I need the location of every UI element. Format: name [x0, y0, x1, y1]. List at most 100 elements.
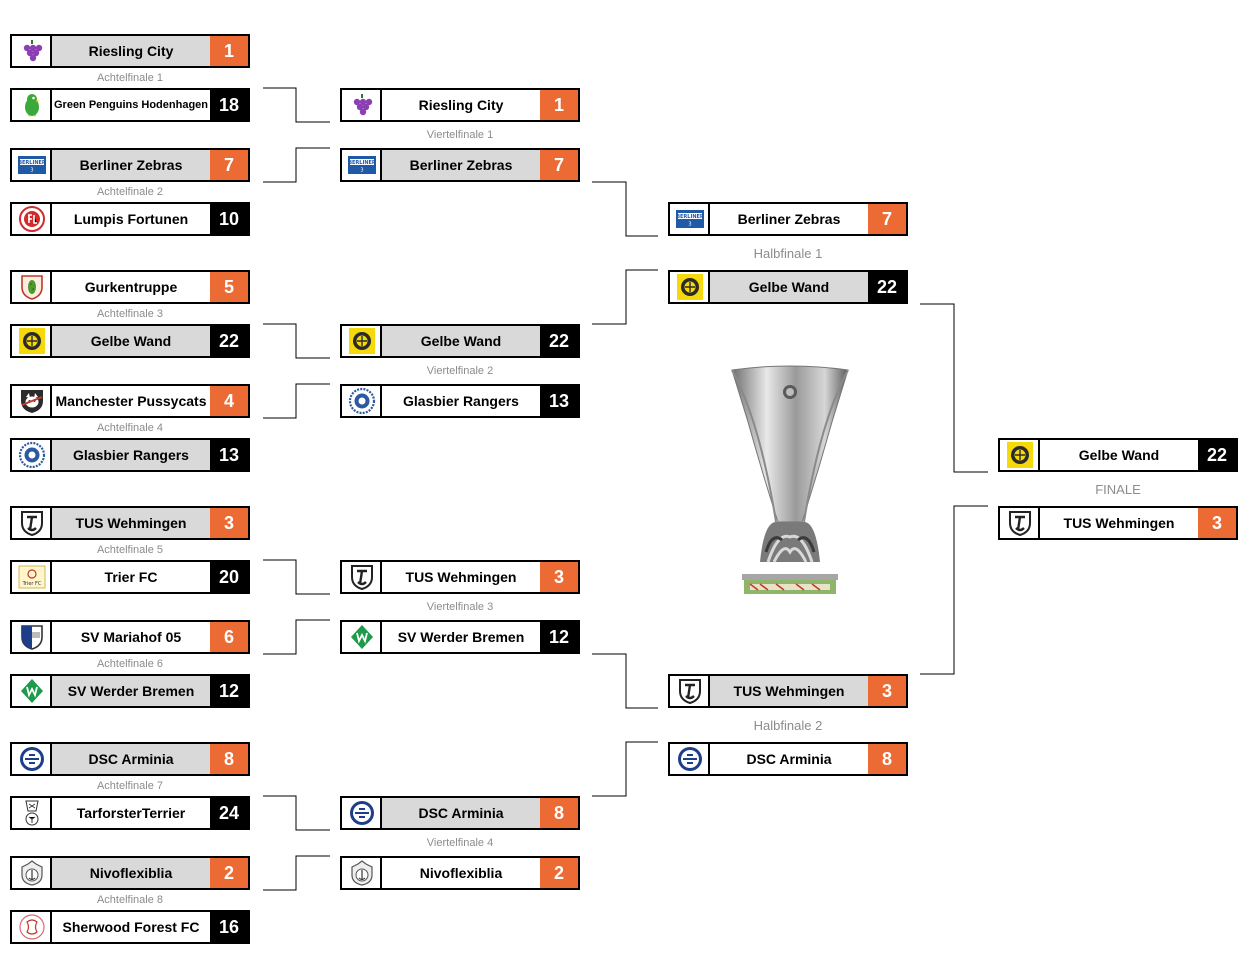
team-row: Gelbe Wand 22: [340, 324, 580, 358]
team-name: DSC Arminia: [746, 751, 832, 767]
team-name: Berliner Zebras: [737, 211, 841, 227]
svg-text:3: 3: [30, 168, 33, 174]
berliner-badge-icon: BERLINER 3: [12, 150, 52, 180]
team-score: 6: [210, 622, 248, 652]
team-name: Gelbe Wand: [1078, 447, 1160, 463]
yellow-wall-crest-icon: [670, 272, 710, 302]
pickle-shield-icon: [12, 272, 52, 302]
team-score: 3: [210, 508, 248, 538]
team-name: SV Mariahof 05: [80, 629, 182, 645]
team-score: 10: [210, 204, 248, 234]
team-name: Glasbier Rangers: [52, 440, 210, 470]
team-row: Glasbier Rangers 13: [340, 384, 580, 418]
round-label: Achtelfinale 8: [96, 894, 164, 906]
svg-text:3: 3: [360, 168, 363, 174]
team-row: TUS Wehmingen 3: [998, 506, 1238, 540]
team-score: 12: [540, 622, 578, 652]
team-name: Gelbe Wand: [382, 326, 540, 356]
team-name: Green Penguins Hodenhagen: [53, 99, 209, 111]
team-name: Berliner Zebras: [382, 150, 540, 180]
team-name: TUS Wehmingen: [710, 676, 868, 706]
team-row: BERLINER 3 Berliner Zebras 7: [10, 148, 250, 182]
team-row: TarforsterTerrier 24: [10, 796, 250, 830]
team-row: Gurkentruppe 5: [10, 270, 250, 304]
team-row: SV Mariahof 05 6: [10, 620, 250, 654]
svg-text:Trier FC: Trier FC: [22, 581, 42, 587]
team-name: DSC Arminia: [382, 798, 540, 828]
team-score: 4: [210, 386, 248, 416]
tus-shield-icon: [1000, 508, 1040, 538]
team-row: DSC Arminia 8: [668, 742, 908, 776]
team-score: 7: [210, 150, 248, 180]
team-score: 8: [210, 744, 248, 774]
team-row: Riesling City 1: [340, 88, 580, 122]
blue-ring-crest-icon: [12, 440, 52, 470]
team-score: 22: [210, 326, 248, 356]
team-row: Gelbe Wand 22: [668, 270, 908, 304]
team-score: 7: [868, 204, 906, 234]
team-name: SV Werder Bremen: [52, 676, 210, 706]
team-score: 3: [868, 676, 906, 706]
team-name: TUS Wehmingen: [405, 569, 517, 585]
team-name: Trier FC: [104, 569, 158, 585]
tus-shield-icon: [342, 562, 382, 592]
red-circle-crest-icon: [12, 204, 52, 234]
team-score: 22: [1198, 440, 1236, 470]
svg-text:BERLINER: BERLINER: [676, 214, 704, 220]
team-row: Sherwood Forest FC 16: [10, 910, 250, 944]
team-name: Gelbe Wand: [710, 272, 868, 302]
team-score: 13: [540, 386, 578, 416]
team-score: 22: [868, 272, 906, 302]
team-name: Riesling City: [418, 97, 504, 113]
team-score: 2: [210, 858, 248, 888]
terrier-crest-icon: [12, 798, 52, 828]
round-label: Achtelfinale 4: [96, 422, 164, 434]
round-label: Achtelfinale 5: [96, 544, 164, 556]
yellow-wall-crest-icon: [342, 326, 382, 356]
team-row: SV Werder Bremen 12: [10, 674, 250, 708]
team-score: 22: [540, 326, 578, 356]
team-score: 1: [540, 90, 578, 120]
round-label: Achtelfinale 7: [96, 780, 164, 792]
yellow-wall-crest-icon: [1000, 440, 1040, 470]
round-label: Achtelfinale 1: [96, 72, 164, 84]
team-score: 20: [210, 562, 248, 592]
blue-ring-crest-icon: [342, 386, 382, 416]
arminia-crest-icon: [12, 744, 52, 774]
round-label: Halbfinale 1: [753, 246, 823, 261]
team-row: TUS Wehmingen 3: [668, 674, 908, 708]
team-score: 1: [210, 36, 248, 66]
team-name: TarforsterTerrier: [76, 805, 186, 821]
svg-text:BERLINER: BERLINER: [18, 160, 46, 166]
team-name: Berliner Zebras: [52, 150, 210, 180]
team-row: Nivoflexiblia 2: [340, 856, 580, 890]
sherwood-crest-icon: [12, 912, 52, 942]
tus-shield-icon: [12, 508, 52, 538]
anchor-crest-icon: [12, 858, 52, 888]
round-label: Achtelfinale 2: [96, 186, 164, 198]
tus-shield-icon: [670, 676, 710, 706]
team-row: TUS Wehmingen 3: [340, 560, 580, 594]
team-row: Glasbier Rangers 13: [10, 438, 250, 472]
team-row: Riesling City 1: [10, 34, 250, 68]
werder-diamond-icon: [342, 622, 382, 652]
team-row: TUS Wehmingen 3: [10, 506, 250, 540]
team-name: SV Werder Bremen: [397, 629, 525, 645]
yellow-wall-crest-icon: [12, 326, 52, 356]
round-label: FINALE: [1095, 482, 1141, 497]
grape-icon: [342, 90, 382, 120]
round-label: Halbfinale 2: [753, 718, 823, 733]
trier-fc-badge-icon: Trier FC: [12, 562, 52, 592]
team-row: Gelbe Wand 22: [10, 324, 250, 358]
team-row: DSC Arminia 8: [340, 796, 580, 830]
team-score: 18: [210, 90, 248, 120]
team-name: TUS Wehmingen: [1063, 515, 1175, 531]
round-label: Viertelfinale 1: [426, 129, 494, 141]
team-score: 16: [210, 912, 248, 942]
werder-diamond-icon: [12, 676, 52, 706]
grape-icon: [12, 36, 52, 66]
